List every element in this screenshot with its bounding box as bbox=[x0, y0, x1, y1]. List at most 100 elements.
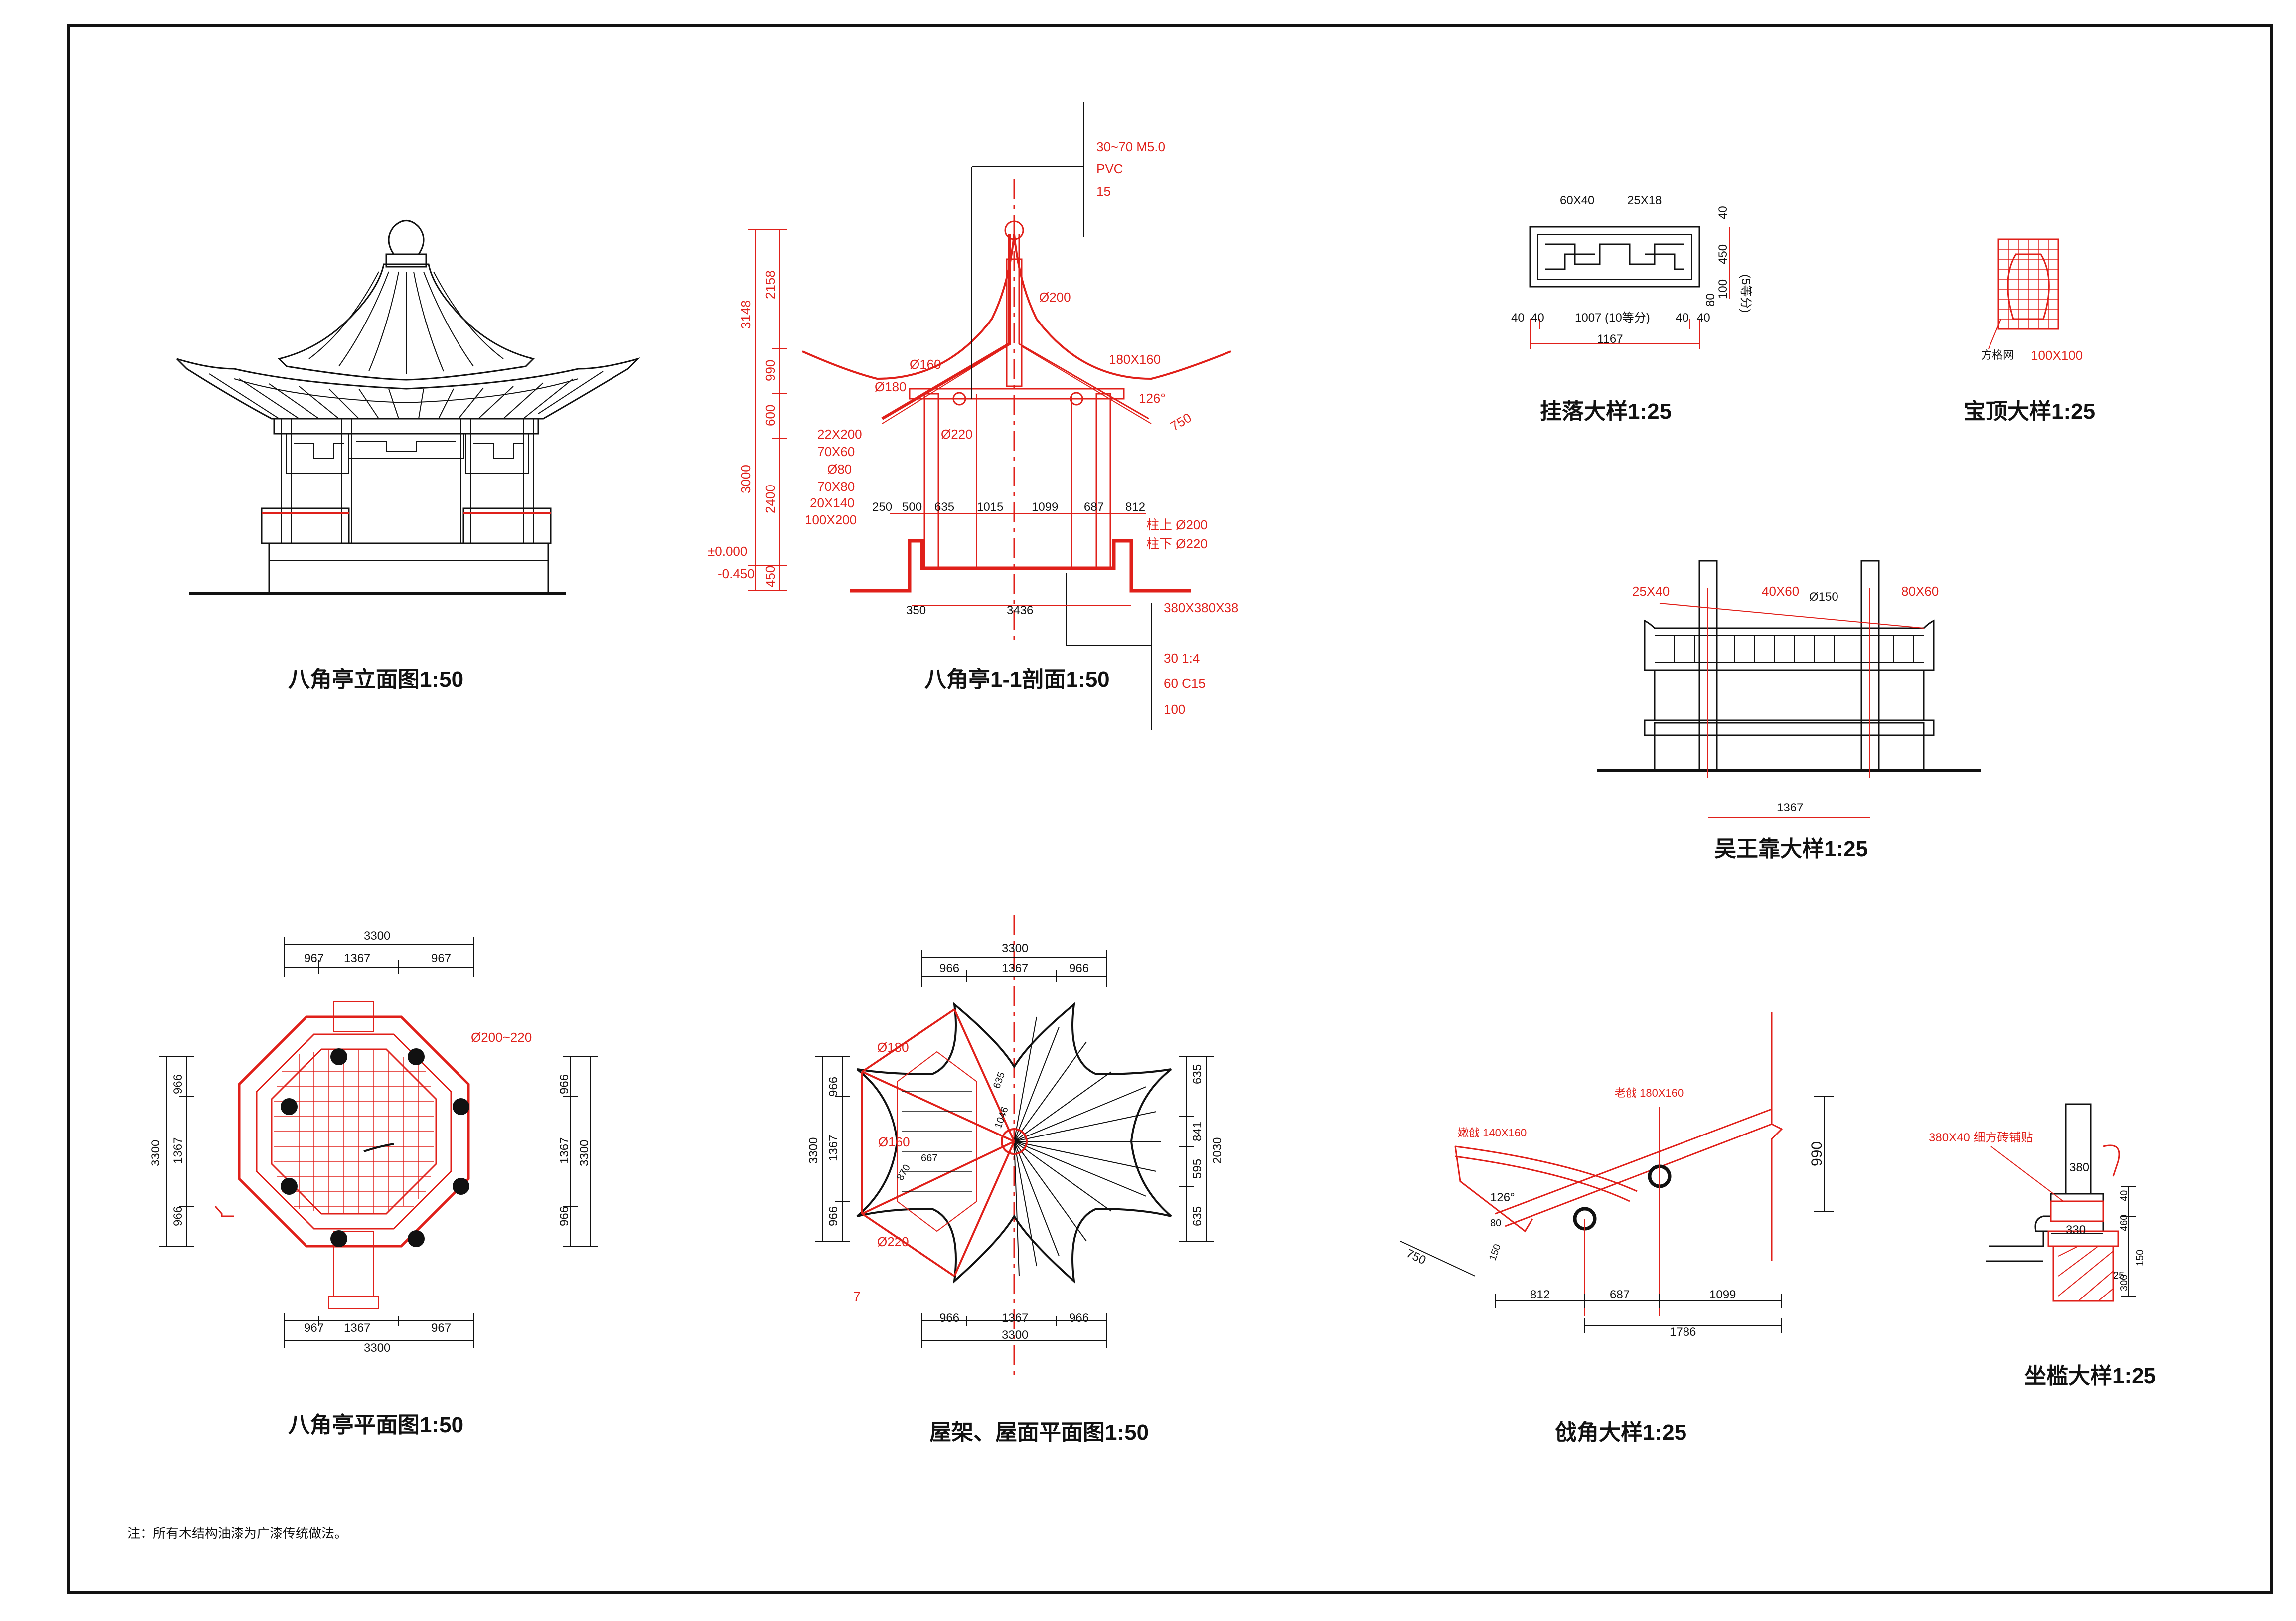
zuokan-dim: 300 bbox=[2119, 1275, 2130, 1291]
roof-dim: 841 bbox=[1191, 1122, 1204, 1141]
sheet-border bbox=[67, 24, 2273, 1594]
plan-side-dim: 966 bbox=[171, 1206, 185, 1226]
roof-dim: 635 bbox=[1191, 1064, 1204, 1084]
hdim: 812 bbox=[1125, 500, 1145, 514]
column-marker bbox=[408, 1048, 425, 1065]
member-label: 70X60 bbox=[817, 444, 855, 459]
column-bottom: 柱下 Ø220 bbox=[1146, 536, 1208, 551]
qiangjiao-dim: 1099 bbox=[1709, 1288, 1736, 1301]
roof-dim: 1367 bbox=[827, 1135, 840, 1161]
column-marker bbox=[281, 1098, 298, 1115]
qiangjiao-label: 嫩戗 140X160 bbox=[1458, 1127, 1527, 1139]
title-plan: 八角亭平面图1:50 bbox=[288, 1413, 463, 1437]
column-marker bbox=[408, 1230, 425, 1247]
plan-side-dim: 966 bbox=[558, 1074, 571, 1094]
plan-dim: 967 bbox=[431, 1321, 451, 1335]
section-base-layers: 380X380X38 30 1:4 60 C15 100 bbox=[1164, 600, 1238, 717]
plan-dim: 1367 bbox=[344, 1321, 370, 1335]
qiangjiao-eave: 750 bbox=[1404, 1247, 1428, 1267]
dim-600: 600 bbox=[763, 405, 778, 426]
section-base-layer: 100 bbox=[1164, 702, 1185, 717]
section-drawing bbox=[748, 102, 1231, 730]
section-angle: 126° bbox=[1139, 391, 1166, 406]
gualuo-drawing bbox=[1529, 226, 1730, 349]
baoding-grid-size: 100X100 bbox=[2031, 348, 2083, 363]
title-roofplan: 屋架、屋面平面图1:50 bbox=[929, 1420, 1149, 1445]
plan-side-dim: 3300 bbox=[149, 1140, 162, 1166]
plan-side-dim: 3300 bbox=[578, 1140, 591, 1166]
dim-990: 990 bbox=[763, 360, 778, 381]
section-base-layer: 380X380X38 bbox=[1164, 600, 1238, 615]
roof-member: 635 bbox=[991, 1071, 1007, 1090]
gualuo-dim: 40 bbox=[1511, 311, 1525, 324]
roof-member: Ø220 bbox=[877, 1234, 909, 1249]
qiangjiao-small: 150 bbox=[1487, 1243, 1503, 1262]
roof-dim: 966 bbox=[939, 962, 959, 975]
plan-dim: 3300 bbox=[364, 1341, 390, 1355]
dim-2158: 2158 bbox=[763, 270, 778, 299]
column-top: 柱上 Ø200 bbox=[1146, 517, 1208, 532]
column-marker bbox=[453, 1098, 469, 1115]
section-vertical-dims: 3148 2158 990 600 3000 2400 450 bbox=[738, 270, 778, 587]
wuwangkao-drawing bbox=[1597, 560, 1981, 818]
zuokan-label: 380X40 细方砖铺贴 bbox=[1929, 1131, 2033, 1144]
title-baoding: 宝顶大样1:25 bbox=[1964, 399, 2095, 424]
column-marker bbox=[281, 1178, 298, 1195]
dim-450: 450 bbox=[763, 566, 778, 587]
qiangjiao-angle: 126° bbox=[1490, 1191, 1515, 1204]
qiangjiao-total: 1786 bbox=[1670, 1325, 1696, 1339]
roof-dim: 2030 bbox=[1211, 1137, 1224, 1164]
plan-grid bbox=[274, 1049, 434, 1214]
roof-dim: 595 bbox=[1191, 1159, 1204, 1179]
member-label: 180X160 bbox=[1109, 352, 1161, 367]
roof-dim: 966 bbox=[827, 1206, 840, 1226]
member-label: Ø180 bbox=[875, 379, 907, 394]
roof-dim: 966 bbox=[939, 1311, 959, 1325]
roof-member: Ø180 bbox=[877, 1040, 909, 1055]
section-base-layer: 30 1:4 bbox=[1164, 651, 1200, 666]
plan-dim: 1367 bbox=[344, 952, 370, 965]
section-eave: 750 bbox=[1168, 410, 1194, 434]
hdim: 250 bbox=[872, 500, 892, 514]
qiangjiao-drawing bbox=[1400, 1012, 1834, 1333]
gualuo-dim: 1007 (10等分) bbox=[1575, 311, 1650, 324]
section-roof-layer: 15 bbox=[1096, 184, 1111, 199]
baoding-drawing bbox=[1988, 238, 2059, 349]
level-zero: ±0.000 bbox=[708, 544, 747, 559]
dim-2400: 2400 bbox=[763, 485, 778, 513]
member-label: Ø200 bbox=[1039, 290, 1071, 305]
title-elevation: 八角亭立面图1:50 bbox=[288, 667, 463, 692]
qiangjiao-small: 80 bbox=[1490, 1218, 1501, 1229]
column-marker bbox=[330, 1048, 347, 1065]
hdim: 1015 bbox=[977, 500, 1003, 514]
gualuo-label: 80 bbox=[1704, 293, 1717, 307]
plan-dim: 967 bbox=[304, 1321, 324, 1335]
gualuo-dim: 40 bbox=[1676, 311, 1689, 324]
section-roof-layers: 30~70 M5.0 PVC 15 bbox=[1096, 139, 1165, 199]
bottom-dim-3436: 3436 bbox=[1007, 604, 1033, 617]
section-roof-layer: 30~70 M5.0 bbox=[1096, 139, 1165, 154]
general-note: 注：所有木结构油漆为广漆传统做法。 bbox=[127, 1526, 347, 1541]
title-zuokan: 坐槛大样1:25 bbox=[2024, 1364, 2156, 1388]
section-members: Ø200 Ø160 Ø180 Ø220 22X200 70X60 Ø80 70X… bbox=[805, 290, 1161, 527]
member-label: Ø80 bbox=[827, 462, 852, 477]
wuwangkao-label: Ø150 bbox=[1809, 590, 1838, 604]
gualuo-label: 60X40 bbox=[1560, 194, 1594, 207]
gualuo-note: (5等分) bbox=[1739, 274, 1752, 313]
gualuo-label: 40 bbox=[1716, 206, 1730, 219]
section-horizontal-dims: 250 500 635 1015 1099 687 812 bbox=[872, 500, 1145, 514]
hdim: 635 bbox=[934, 500, 954, 514]
roof-member: 667 bbox=[921, 1153, 937, 1164]
column-marker bbox=[453, 1178, 469, 1195]
roof-dim: 635 bbox=[1191, 1206, 1204, 1226]
wuwangkao-dim: 1367 bbox=[1777, 801, 1803, 814]
wuwangkao-label: 40X60 bbox=[1762, 584, 1799, 599]
member-label: 20X140 bbox=[810, 495, 855, 510]
plan-dim: 967 bbox=[431, 952, 451, 965]
section-roof-layer: PVC bbox=[1096, 162, 1123, 176]
column-marker bbox=[330, 1230, 347, 1247]
plan-side-dim: 966 bbox=[558, 1206, 571, 1226]
dim-3000: 3000 bbox=[738, 465, 753, 493]
title-wuwangkao: 吴王靠大样1:25 bbox=[1714, 837, 1868, 861]
